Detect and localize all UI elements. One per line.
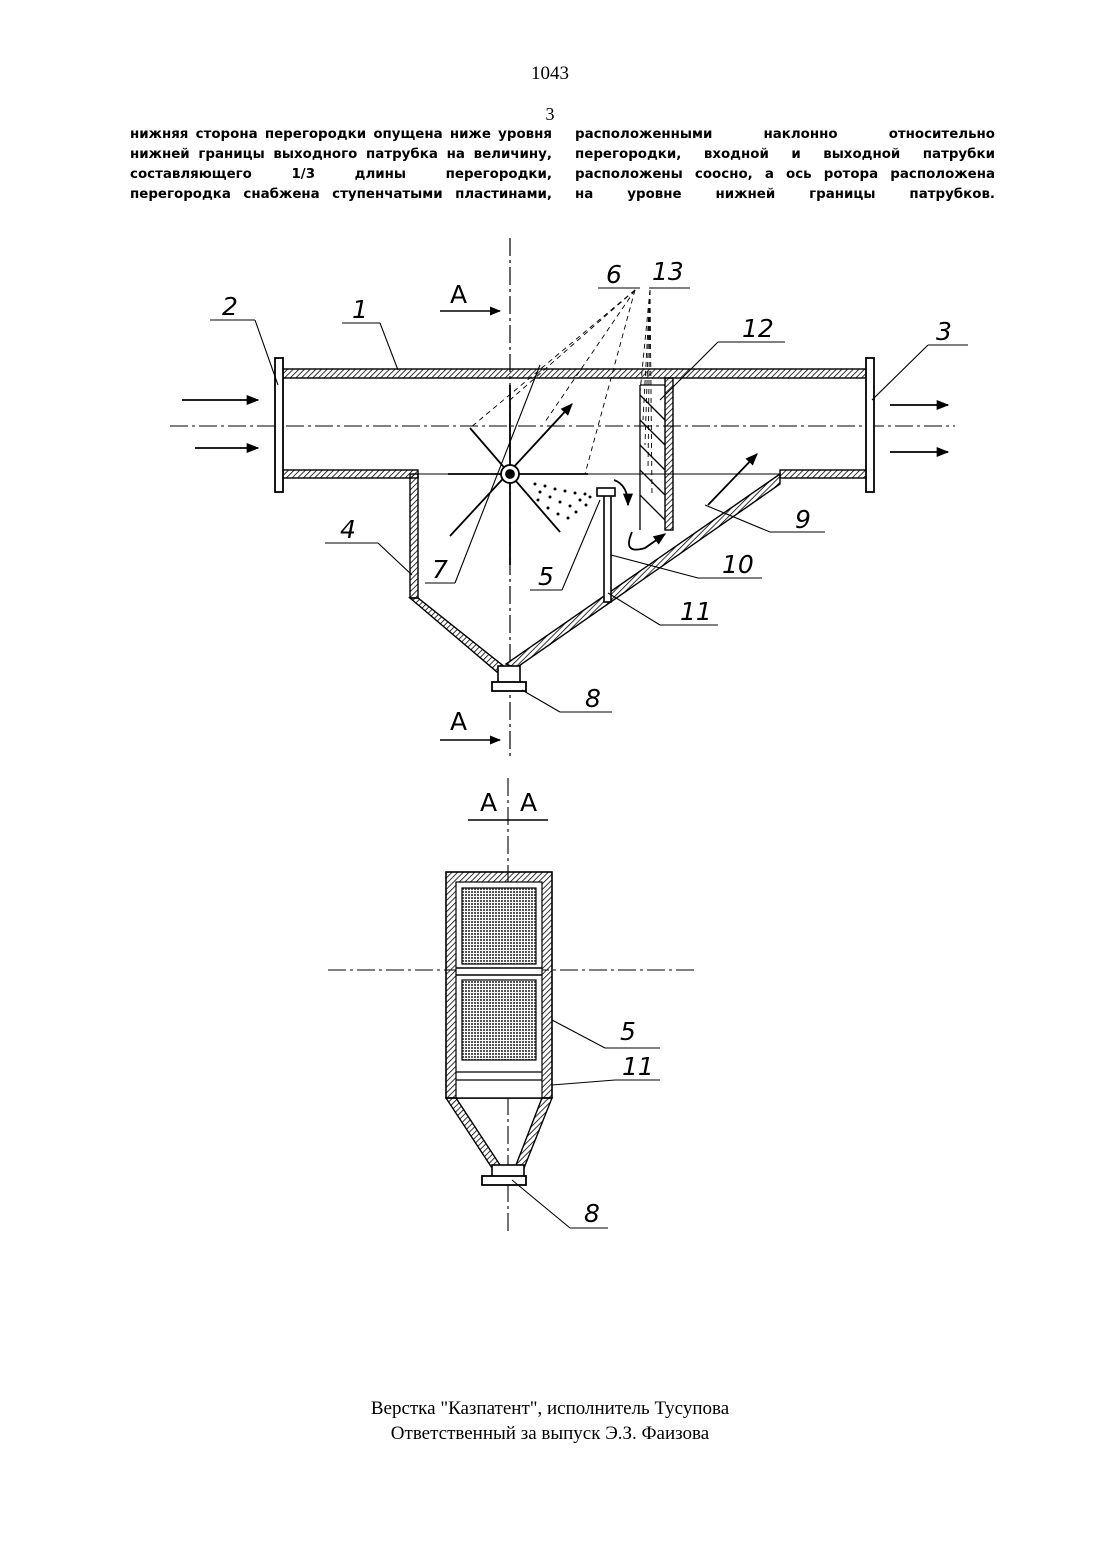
spray-pattern — [534, 483, 592, 520]
label-5: 5 — [538, 562, 554, 591]
pipe-top-wall — [281, 369, 869, 378]
section-view — [328, 778, 695, 1235]
baffle — [665, 378, 673, 530]
footer: Верстка "Казпатент", исполнитель Тусупов… — [0, 1396, 1100, 1446]
housing-left-wall — [410, 474, 418, 598]
pipe-bottom-wall-right — [780, 470, 869, 478]
inlet-flange — [275, 358, 283, 492]
section-cone-right — [516, 1098, 552, 1168]
section-title-left: A — [480, 788, 497, 817]
dashed-leaders — [470, 290, 652, 495]
label-12: 12 — [742, 314, 774, 343]
main-view — [170, 238, 968, 760]
outlet-flange — [866, 358, 874, 492]
section-label-5: 5 — [620, 1017, 636, 1046]
section-drain-flange — [482, 1176, 526, 1185]
upper-mesh — [462, 888, 536, 964]
pipe-bottom-wall-left — [281, 470, 418, 478]
housing-left-cone — [410, 598, 506, 672]
label-11: 11 — [680, 597, 712, 626]
label-10: 10 — [722, 550, 754, 579]
drain-flange — [492, 682, 526, 691]
label-3: 3 — [936, 317, 952, 346]
label-7: 7 — [432, 555, 448, 584]
footer-line: Ответственный за выпуск Э.З. Фаизова — [0, 1421, 1100, 1446]
label-1: 1 — [352, 295, 368, 324]
section-cone-left — [446, 1098, 500, 1168]
label-13: 13 — [652, 257, 684, 286]
spray-nozzle — [597, 488, 615, 496]
lower-mesh — [462, 980, 536, 1060]
label-4: 4 — [340, 515, 356, 544]
footer-line: Верстка "Казпатент", исполнитель Тусупов… — [0, 1396, 1100, 1421]
partition-plate — [604, 494, 611, 602]
stepped-plates — [640, 385, 665, 530]
label-9: 9 — [795, 505, 811, 534]
section-label-top: A — [450, 280, 467, 309]
section-label-bottom: A — [450, 707, 467, 736]
rotor — [448, 385, 588, 565]
label-6: 6 — [606, 260, 622, 289]
section-title-right: A — [520, 788, 537, 817]
label-8: 8 — [585, 684, 601, 713]
label-2: 2 — [222, 292, 238, 321]
section-label-8: 8 — [584, 1199, 600, 1228]
section-label-11: 11 — [622, 1052, 654, 1081]
leader-lines — [210, 288, 968, 712]
